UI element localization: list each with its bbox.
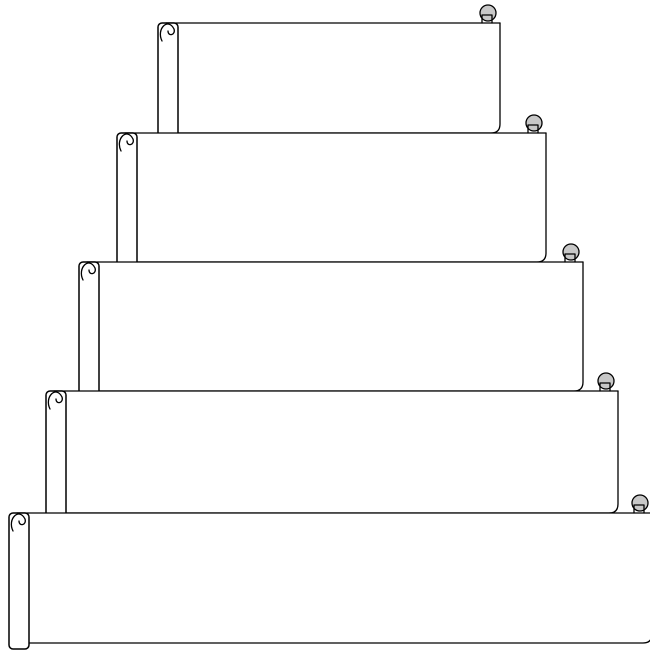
scroll-panel: [99, 262, 583, 391]
scroll-banner-2: [117, 115, 546, 268]
scroll-panel: [29, 513, 650, 643]
banner-stack: [9, 5, 650, 649]
scroll-banner-4: [46, 373, 618, 519]
left-roll: [79, 262, 99, 397]
left-roll: [46, 391, 66, 519]
left-roll: [117, 133, 137, 268]
scroll-panel: [66, 391, 618, 513]
scroll-banner-1: [158, 5, 500, 139]
left-roll: [9, 513, 29, 649]
scroll-panel: [137, 133, 546, 262]
scroll-panel: [178, 23, 500, 133]
scroll-banner-3: [79, 244, 583, 397]
left-roll: [158, 23, 178, 139]
scroll-banner-5: [9, 495, 650, 649]
